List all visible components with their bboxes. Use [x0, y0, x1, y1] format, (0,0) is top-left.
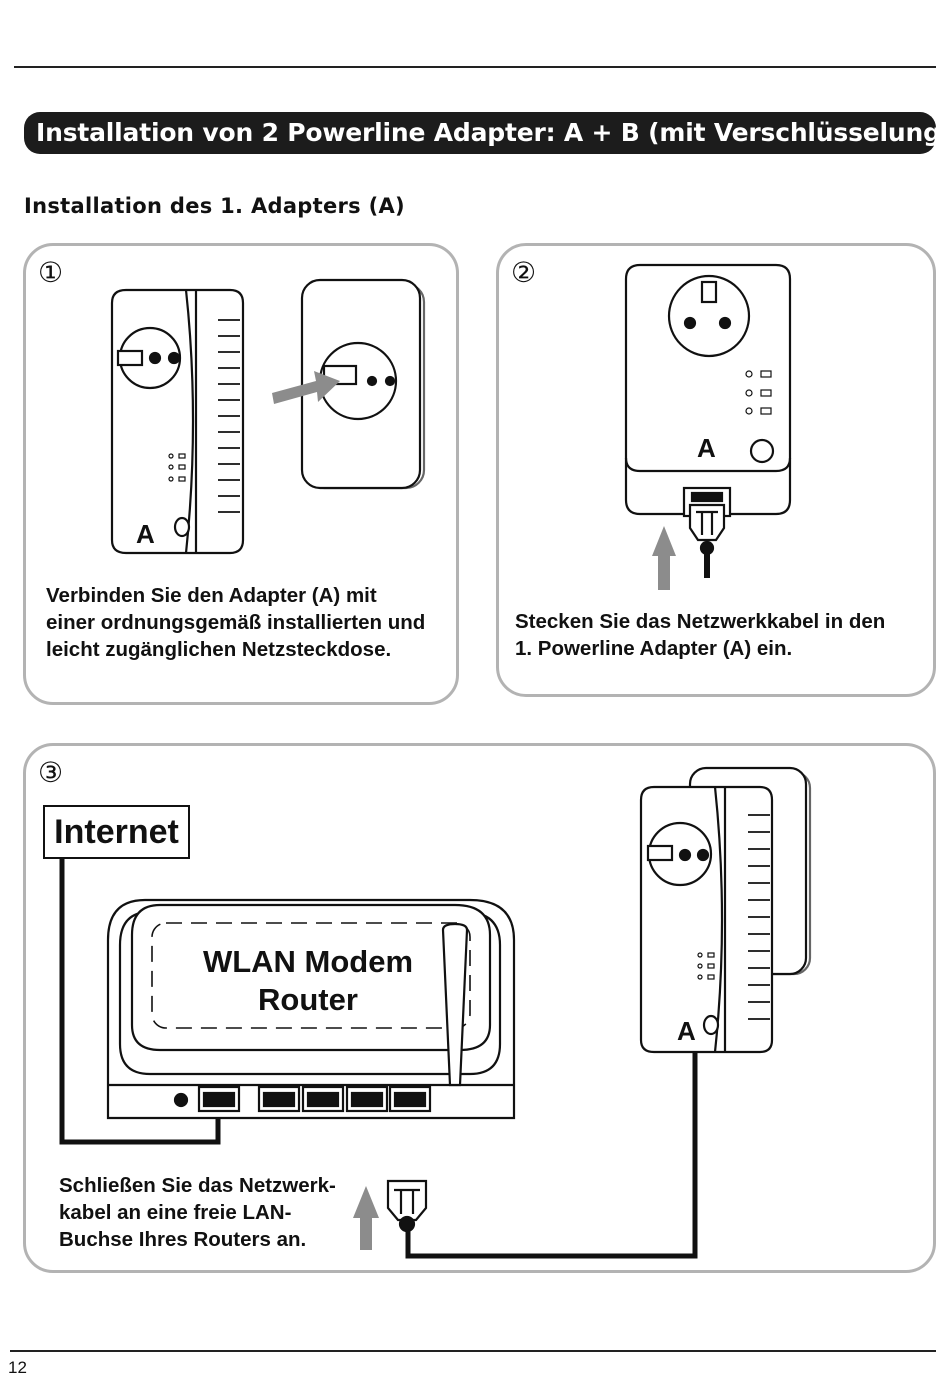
step-1-number: ①	[38, 256, 64, 289]
step-2-number: ②	[511, 256, 537, 289]
powerline-adapter-a-illustration	[639, 766, 812, 1054]
step-2-caption: Stecken Sie das Netzwerkkabel in den 1. …	[515, 610, 886, 660]
adapter-label: A	[697, 433, 716, 463]
step-1-caption: Verbinden Sie den Adapter (A) mit einer …	[46, 584, 426, 661]
insert-arrow-icon	[272, 371, 340, 404]
page-number: 12	[8, 1358, 27, 1377]
step-3-caption: Schließen Sie das Netzwerk- kabel an ein…	[59, 1174, 336, 1251]
router-label-line2: Router	[258, 982, 358, 1017]
router-label-line1: WLAN Modem	[203, 944, 413, 979]
internet-cable	[59, 859, 221, 1145]
adapter-label: A	[136, 519, 155, 549]
adapter-label: A	[677, 1016, 696, 1046]
lan-plug-icon	[386, 1179, 428, 1233]
top-rule	[14, 66, 936, 68]
powerline-adapter-front-illustration	[624, 263, 792, 556]
network-cable	[405, 1052, 698, 1259]
page-banner: Installation von 2 Powerline Adapter: A …	[24, 112, 950, 154]
insert-arrow-icon	[353, 1186, 379, 1250]
step-3-number: ③	[38, 756, 64, 789]
powerline-adapter-a-illustration	[110, 288, 245, 555]
bottom-rule	[10, 1350, 936, 1352]
internet-box: Internet	[43, 805, 190, 859]
wall-socket-illustration	[300, 278, 426, 490]
insert-arrow-icon	[652, 526, 676, 590]
section-title: Installation des 1. Adapters (A)	[24, 194, 405, 218]
wlan-router-illustration	[106, 898, 516, 1120]
